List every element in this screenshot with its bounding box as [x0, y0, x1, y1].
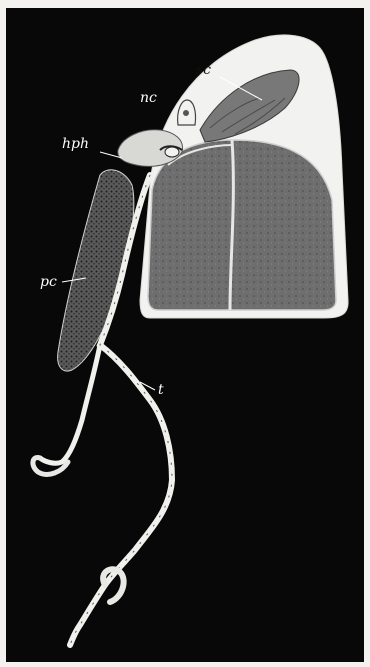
- label-sc: sc: [196, 62, 211, 78]
- yolk-mass: [148, 140, 336, 310]
- label-nc: nc: [140, 90, 157, 106]
- hph-vesicle: [165, 147, 179, 157]
- label-hph: hph: [62, 136, 89, 152]
- neural-canal-lumen: [183, 110, 189, 116]
- label-t: t: [158, 382, 164, 398]
- label-pc: pc: [40, 274, 57, 290]
